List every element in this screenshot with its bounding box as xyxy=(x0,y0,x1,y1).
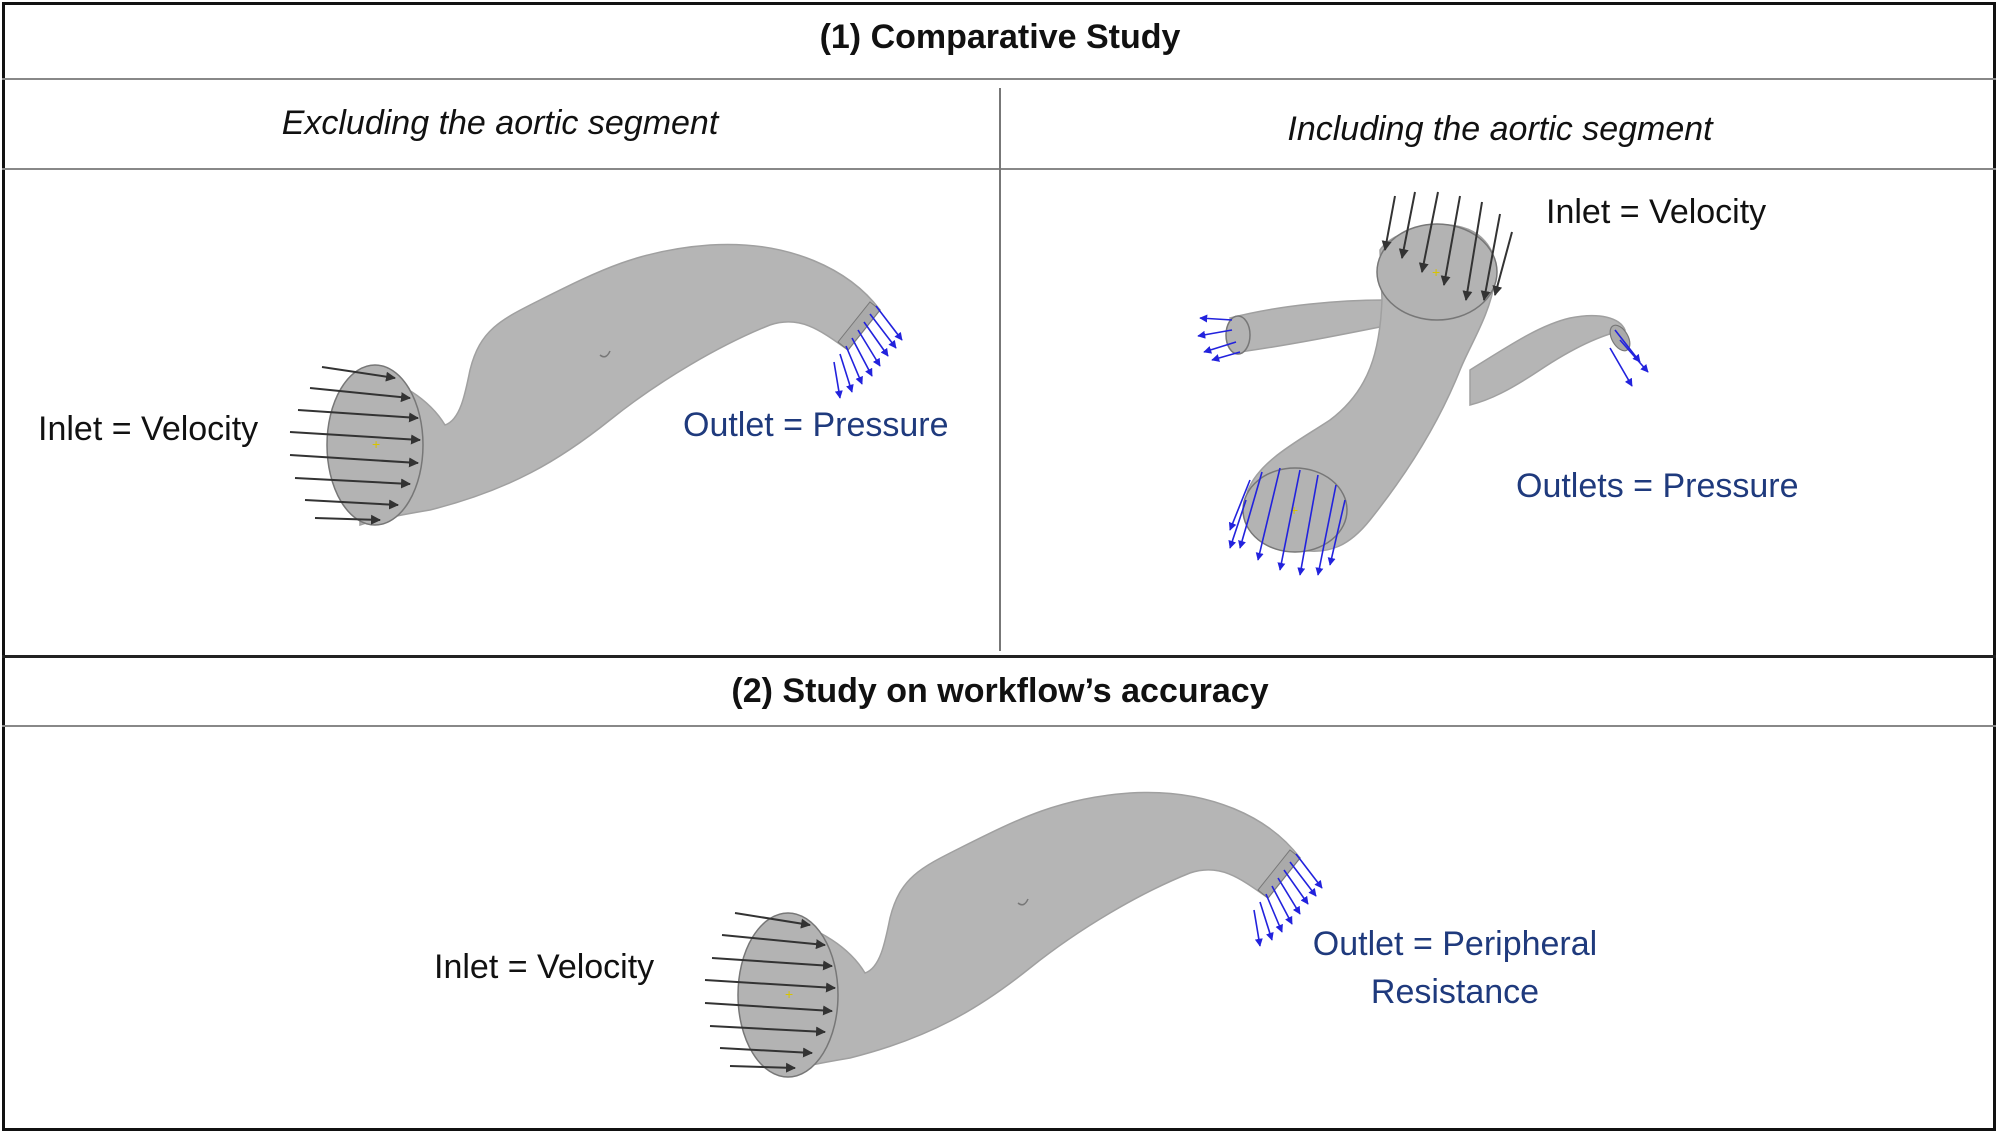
outlet-label-bottom-line1: Outlet = Peripheral xyxy=(1312,925,1598,963)
inlet-arrows-bottom xyxy=(704,912,836,1073)
outlet-arrows-left xyxy=(833,305,903,399)
inlet-label-bottom: Inlet = Velocity xyxy=(434,948,655,986)
right-subtitle: Including the aortic segment xyxy=(1287,110,1713,148)
inlet-arrows-left xyxy=(289,366,421,525)
outlet-arrows-right xyxy=(1197,314,1649,576)
outlet-label-right: Outlets = Pressure xyxy=(1516,467,1799,505)
section2-title: (2) Study on workflow’s accuracy xyxy=(731,672,1269,710)
left-subtitle: Excluding the aortic segment xyxy=(281,104,719,142)
inlet-label-right: Inlet = Velocity xyxy=(1546,193,1767,231)
outlet-arrows-bottom xyxy=(1253,853,1323,947)
section1-title: (1) Comparative Study xyxy=(819,18,1181,56)
outlet-center-marker-right: + xyxy=(1290,502,1298,518)
divider-columns xyxy=(999,88,1001,651)
outlet-label-bottom-line2: Resistance xyxy=(1370,973,1540,1011)
inlet-arrows-right xyxy=(1381,191,1513,301)
vessel-body-bottom: + xyxy=(737,791,1301,1078)
inlet-center-marker-right: + xyxy=(1432,264,1440,280)
divider-section2 xyxy=(2,655,1996,658)
divider-top xyxy=(2,78,1996,80)
inlet-center-marker-bottom: + xyxy=(785,986,793,1002)
vessel-body-left: + xyxy=(326,243,881,527)
inlet-center-marker-left: + xyxy=(372,436,380,452)
divider-section2-title xyxy=(2,725,1996,727)
inlet-label-left: Inlet = Velocity xyxy=(38,410,259,448)
outlet-label-left: Outlet = Pressure xyxy=(683,406,949,444)
